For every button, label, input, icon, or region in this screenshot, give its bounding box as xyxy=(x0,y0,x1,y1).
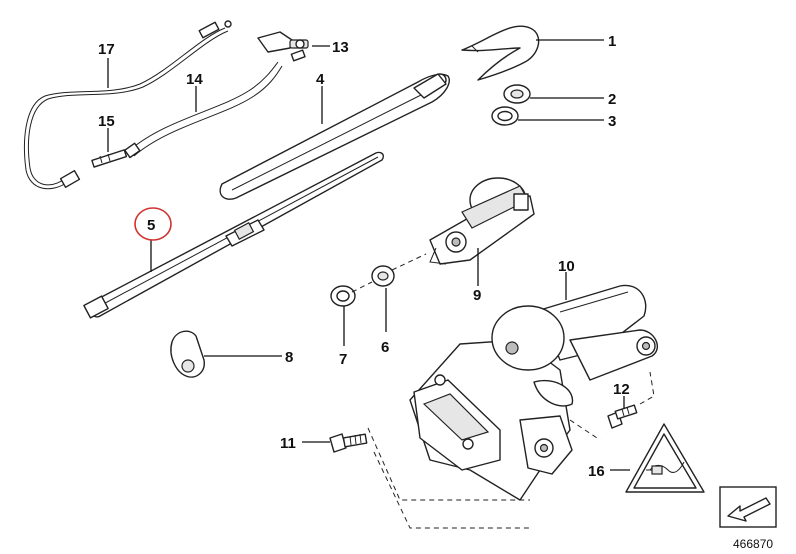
callout-3[interactable]: 3 xyxy=(608,113,616,130)
cap-part[interactable] xyxy=(461,25,540,81)
reference-number: 466870 xyxy=(733,537,773,551)
callout-14[interactable]: 14 xyxy=(186,71,203,88)
callout-7[interactable]: 7 xyxy=(339,351,347,368)
callout-6[interactable]: 6 xyxy=(381,339,389,356)
gear-bracket-part[interactable] xyxy=(429,177,535,265)
connector-part[interactable] xyxy=(91,149,128,168)
callout-9[interactable]: 9 xyxy=(473,287,481,304)
nozzle-part[interactable] xyxy=(257,31,309,62)
wiper-motor-part[interactable] xyxy=(409,284,658,501)
highlight-circle xyxy=(134,207,172,241)
wiper-blade-part[interactable] xyxy=(83,151,384,319)
reference-box: 466870 xyxy=(719,486,777,551)
callout-11[interactable]: 11 xyxy=(280,435,296,452)
leader-lines xyxy=(107,39,630,471)
callout-15[interactable]: 15 xyxy=(98,113,115,130)
callout-8[interactable]: 8 xyxy=(285,349,293,366)
washer-part[interactable] xyxy=(491,106,519,126)
hose-part[interactable] xyxy=(124,61,283,159)
callout-12[interactable]: 12 xyxy=(613,381,630,398)
callout-2[interactable]: 2 xyxy=(608,91,616,108)
callout-17[interactable]: 17 xyxy=(98,41,115,58)
callout-13[interactable]: 13 xyxy=(332,39,349,56)
warning-label-part[interactable] xyxy=(625,423,705,493)
callout-16[interactable]: 16 xyxy=(588,463,605,480)
nut-part[interactable] xyxy=(503,84,531,104)
direction-arrow-icon xyxy=(727,497,771,522)
assembly-guides xyxy=(351,253,655,529)
wiper-arm-part[interactable] xyxy=(219,73,450,200)
washer-part-7[interactable] xyxy=(330,285,356,307)
callout-10[interactable]: 10 xyxy=(558,258,575,275)
callout-4[interactable]: 4 xyxy=(316,71,325,88)
callout-1[interactable]: 1 xyxy=(608,33,616,50)
bolt-part-11[interactable] xyxy=(329,433,368,453)
nut-part-6[interactable] xyxy=(371,265,395,287)
bolt-part-12[interactable] xyxy=(607,404,638,429)
grommet-part[interactable] xyxy=(170,330,205,378)
callout-labels: 1 2 3 4 5 6 7 8 9 10 11 12 13 14 15 16 1… xyxy=(98,33,630,480)
washer-hose-part[interactable] xyxy=(24,20,232,190)
callout-5[interactable]: 5 xyxy=(147,217,155,234)
